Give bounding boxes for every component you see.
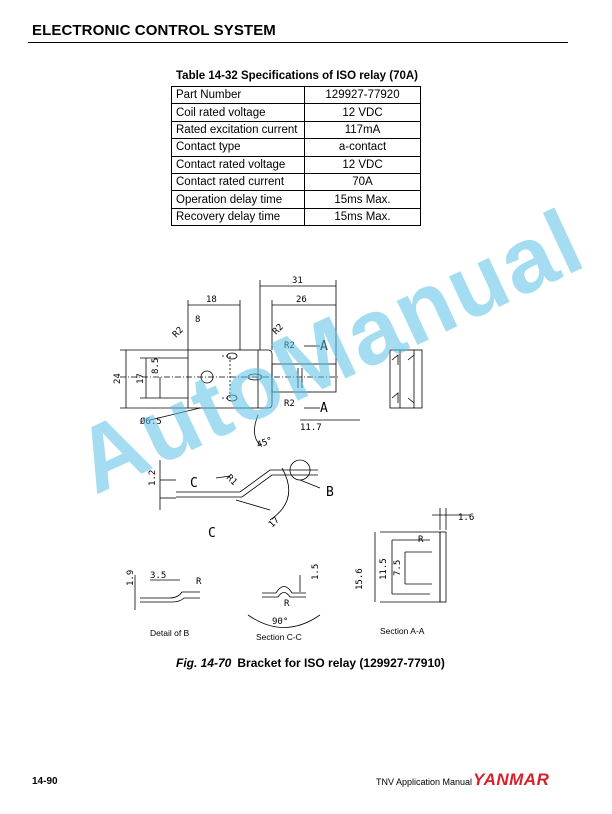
yanmar-logo: YANMAR xyxy=(473,770,550,789)
section-aa-view xyxy=(374,508,470,603)
dim-r1: R1 xyxy=(224,473,239,488)
dim-r2a: R2 xyxy=(171,325,186,340)
dim-r-c: R xyxy=(284,599,290,609)
dim-90: 90° xyxy=(272,617,288,627)
spec-value: 15ms Max. xyxy=(304,207,421,227)
label-c-top: C xyxy=(190,476,198,491)
dim-r2b: R2 xyxy=(271,322,286,337)
dim-8: 8 xyxy=(195,315,200,325)
spec-label: Contact rated current xyxy=(171,172,305,192)
spec-value: 12 VDC xyxy=(304,103,421,122)
label-c-bottom: C xyxy=(208,526,216,541)
dim-1-6: 1.6 xyxy=(458,513,474,523)
dim-31: 31 xyxy=(292,276,303,286)
figure-title: Bracket for ISO relay (129927-77910) xyxy=(237,656,445,670)
dim-11-5: 11.5 xyxy=(379,558,389,580)
side-view-right xyxy=(389,349,423,409)
label-a-top: A xyxy=(320,339,328,354)
dim-r-b: R xyxy=(196,577,202,587)
detail-b-view xyxy=(134,575,200,610)
spec-value: 117mA xyxy=(304,120,421,140)
spec-value: 15ms Max. xyxy=(304,190,421,209)
dim-tolerance: 11.7 xyxy=(300,423,322,433)
section-cc-view xyxy=(247,575,321,628)
dim-1-9: 1.9 xyxy=(126,570,136,586)
dim-26: 26 xyxy=(296,295,307,305)
dim-17b: 17 xyxy=(267,515,282,530)
dim-17: 17 xyxy=(136,373,146,384)
spec-value: 70A xyxy=(304,172,421,192)
dim-45: 45° xyxy=(256,436,275,451)
spec-label: Recovery delay time xyxy=(171,207,305,227)
page-title: ELECTRONIC CONTROL SYSTEM xyxy=(32,22,276,39)
section-cc-label: Section C-C xyxy=(256,632,302,642)
spec-value: 129927-77920 xyxy=(304,85,421,105)
dim-3-5: 3.5 xyxy=(150,571,166,581)
dim-r-aa: R xyxy=(418,535,424,545)
dim-r2c: R2 xyxy=(284,341,295,351)
dim-r2d: R2 xyxy=(284,399,295,409)
dim-24: 24 xyxy=(113,373,123,384)
profile-view xyxy=(159,459,321,521)
dim-8-5: 8.5 xyxy=(151,358,161,374)
section-aa-label: Section A-A xyxy=(380,626,425,636)
figure-caption: Fig. 14-70 Bracket for ISO relay (129927-… xyxy=(176,656,445,670)
table-caption: Table 14-32 Specifications of ISO relay … xyxy=(176,70,419,82)
document-name: TNV Application Manual xyxy=(376,777,473,787)
spec-label: Contact rated voltage xyxy=(171,155,305,174)
dim-18: 18 xyxy=(206,295,217,305)
header-divider xyxy=(28,42,568,43)
label-a-bottom: A xyxy=(320,401,328,416)
top-view xyxy=(120,280,360,446)
label-b: B xyxy=(326,485,334,500)
page-number: 14-90 xyxy=(32,776,58,787)
dim-1-2: 1.2 xyxy=(148,470,158,486)
dim-1-5: 1.5 xyxy=(311,564,321,580)
dim-7-5: 7.5 xyxy=(393,560,403,576)
dim-15-6: 15.6 xyxy=(355,568,365,590)
dim-hole: Ø6.5 xyxy=(140,416,162,427)
detail-b-label: Detail of B xyxy=(150,628,190,638)
figure-number: Fig. 14-70 xyxy=(176,656,232,670)
